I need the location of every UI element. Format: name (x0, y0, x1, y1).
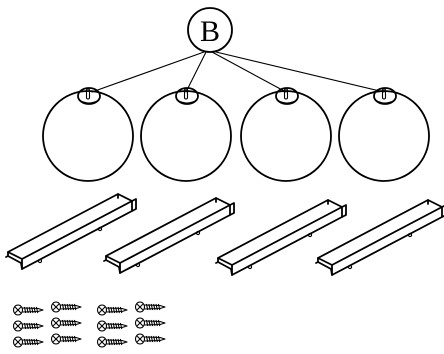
screw-icon (134, 317, 166, 329)
channel-bracket-icon (103, 197, 235, 274)
screw-icon (12, 336, 44, 348)
screw-icon (96, 336, 128, 348)
screw-icon (96, 320, 128, 332)
leader-line-4 (215, 51, 385, 93)
screw-icon (96, 304, 128, 316)
brackets-row (5, 193, 444, 276)
leader-line-1 (91, 51, 205, 93)
channel-bracket-icon (215, 199, 347, 276)
callout-circle (187, 7, 233, 53)
round-knob-icon (140, 87, 232, 182)
round-knob-icon (338, 87, 430, 182)
channel-bracket-icon (5, 193, 137, 270)
screws-group (12, 301, 166, 348)
screw-icon (12, 304, 44, 316)
screw-icon (50, 333, 82, 345)
screw-icon (50, 301, 82, 313)
leader-line-3 (211, 51, 287, 93)
round-knob-icon (240, 87, 332, 182)
round-knob-icon (42, 87, 134, 182)
leader-lines (91, 51, 385, 93)
callout-b: B (187, 7, 233, 53)
screw-icon (134, 301, 166, 313)
channel-bracket-icon (315, 199, 444, 276)
knobs-row (42, 87, 430, 182)
callout-label: B (200, 15, 220, 48)
screw-icon (12, 320, 44, 332)
screw-icon (134, 333, 166, 345)
leader-line-2 (185, 51, 207, 93)
screw-icon (50, 317, 82, 329)
